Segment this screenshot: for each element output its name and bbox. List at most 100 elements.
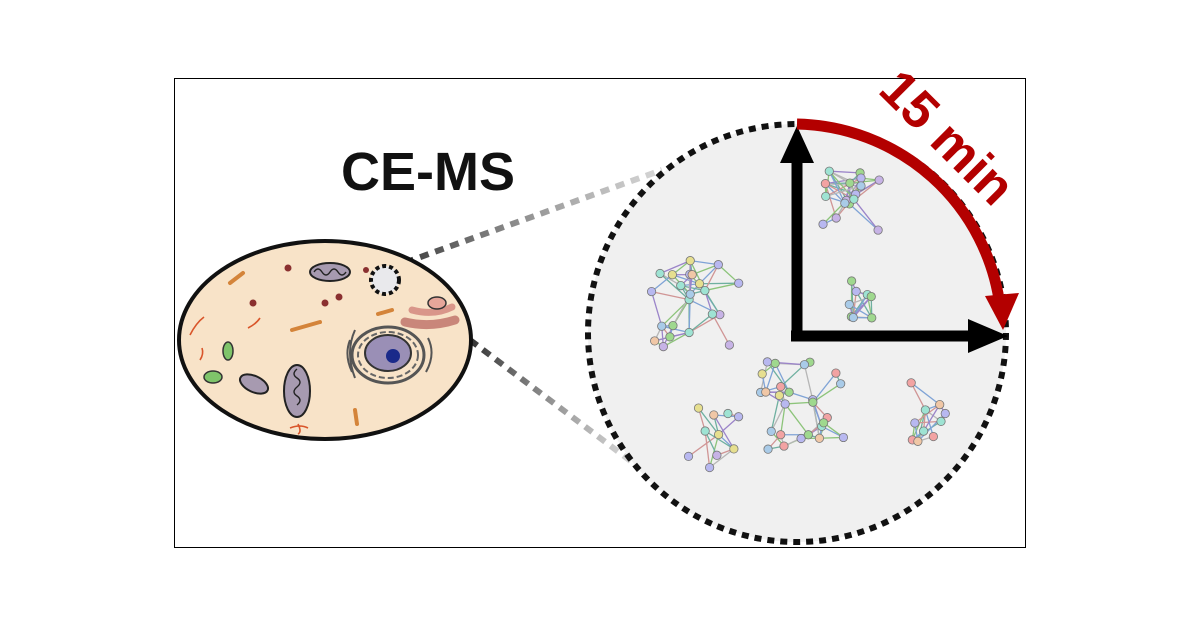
network-edge: [848, 203, 879, 231]
network-node: [712, 450, 722, 460]
network-node: [657, 321, 667, 331]
network-node: [707, 309, 717, 319]
network-node: [650, 336, 660, 346]
network-node: [667, 270, 677, 280]
network-edge: [711, 313, 730, 346]
network-node: [766, 426, 776, 436]
network-node: [919, 426, 929, 436]
network-edge: [704, 430, 711, 468]
network-node: [658, 342, 668, 352]
network-edge: [765, 363, 776, 393]
network-node: [724, 340, 735, 350]
network-node: [818, 219, 828, 229]
network-edge: [812, 383, 842, 403]
network-node: [684, 327, 694, 338]
network-node: [779, 441, 789, 451]
network-edge: [850, 280, 854, 318]
network-node: [940, 408, 950, 419]
network-edge: [829, 170, 861, 174]
nucleus-icon: [346, 325, 433, 385]
network-node: [705, 462, 715, 473]
network-edge: [852, 296, 872, 318]
network-node: [784, 387, 794, 397]
network-node: [780, 399, 790, 409]
network-nodes: [646, 166, 950, 473]
network-edge: [825, 182, 862, 187]
network-node: [757, 369, 767, 379]
network-edge: [708, 434, 720, 468]
network-node: [646, 286, 657, 297]
mitochondrion-bottom-icon: [238, 364, 311, 418]
network-edge: [651, 290, 690, 301]
network-node: [665, 332, 675, 342]
network-edge: [688, 313, 713, 333]
axes-arrow-icon: [780, 126, 1008, 353]
network-edge: [672, 274, 700, 285]
network-node: [847, 276, 857, 286]
network-edge: [770, 403, 786, 432]
network-node: [770, 358, 780, 368]
network-node: [729, 444, 739, 454]
network-node: [906, 378, 916, 388]
zoom-origin-marker: [369, 264, 401, 296]
network-edge: [812, 402, 821, 439]
network-node: [874, 175, 884, 185]
network-node: [683, 451, 694, 462]
network-node: [849, 194, 859, 204]
network-node: [910, 418, 920, 428]
zoom-connector-lines: [388, 167, 664, 465]
network-edge: [910, 382, 941, 406]
network-edge: [780, 364, 805, 388]
network-node: [687, 270, 697, 280]
network-edge: [688, 434, 719, 457]
clock-arrow-icon: [796, 118, 1019, 330]
network-node: [709, 410, 719, 420]
network-edge: [825, 177, 862, 185]
network-node: [776, 430, 786, 440]
network-edge: [825, 185, 862, 198]
network-edge: [784, 403, 809, 436]
network-node: [819, 418, 829, 428]
network-edge: [828, 170, 846, 204]
network-node: [700, 426, 710, 436]
network-node: [655, 268, 665, 279]
network-edge: [704, 264, 719, 291]
network-node: [856, 181, 866, 191]
network-edge: [650, 291, 663, 327]
network-node: [762, 357, 772, 367]
network-edge: [659, 273, 690, 301]
network-node: [814, 433, 825, 443]
network-node: [776, 382, 786, 392]
network-node: [844, 299, 854, 310]
network-edge: [803, 364, 814, 400]
network-node: [920, 405, 930, 415]
network-node: [713, 429, 724, 440]
cytoskeleton-icon: [228, 271, 394, 426]
network-node: [851, 286, 861, 296]
network-edge: [704, 290, 721, 316]
network-node: [845, 178, 855, 188]
network-edge: [704, 282, 739, 292]
mitochondrion-top-icon: [309, 262, 351, 282]
network-node: [676, 281, 686, 291]
network-node: [761, 387, 771, 397]
network-node: [935, 400, 945, 410]
network-edge: [828, 170, 855, 200]
network-edge: [774, 363, 790, 393]
network-node: [873, 225, 883, 235]
network-node: [685, 256, 695, 266]
network-node: [799, 360, 810, 370]
network-edge: [853, 198, 879, 231]
network-edge: [704, 430, 735, 450]
network-edge: [709, 448, 735, 469]
network-edge: [785, 401, 813, 405]
vesicles-icon: [249, 264, 369, 307]
cell-icon: [177, 239, 473, 441]
network-node: [838, 432, 849, 443]
network-node: [693, 403, 704, 413]
network-edge: [829, 170, 862, 187]
network-edge: [663, 331, 690, 348]
network-node: [685, 289, 695, 299]
network-edge: [690, 260, 719, 266]
network-node: [836, 379, 846, 389]
